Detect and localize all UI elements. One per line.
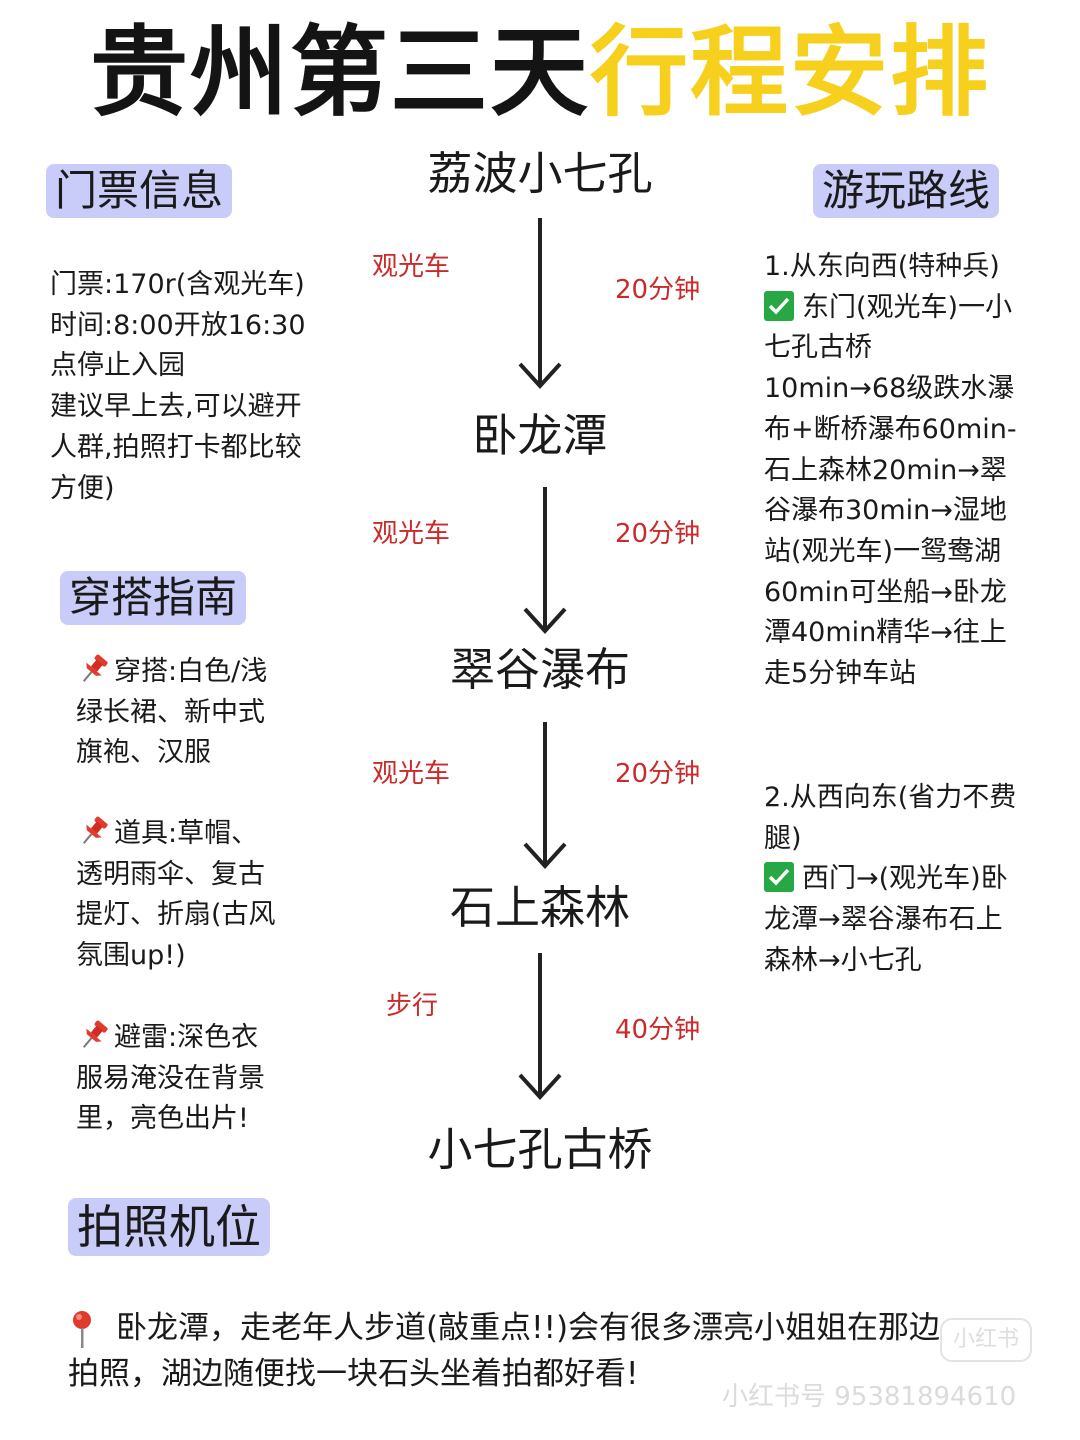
transport-mode: 观光车 xyxy=(372,252,451,282)
down-arrow-icon xyxy=(523,487,567,634)
pushpin-icon xyxy=(82,1020,108,1048)
watermark-id: 小红书号 95381894610 xyxy=(722,1382,1017,1412)
watermark-logo: 小红书 xyxy=(940,1318,1032,1362)
map-pin-icon xyxy=(73,1311,91,1348)
flow-node-shishang: 石上森林 xyxy=(449,881,630,934)
route-line: 西门→(观光车)卧 xyxy=(802,863,1008,895)
route-line: 七孔古桥 xyxy=(764,332,872,364)
flow-node-wolongtan: 卧龙潭 xyxy=(472,409,608,462)
route-line: 东门(观光车)一小 xyxy=(802,291,1013,323)
transport-mode: 观光车 xyxy=(372,519,451,549)
route-line: 1.从东向西(特种兵) xyxy=(764,251,1000,282)
tickets-line: 点停止入园 xyxy=(50,350,185,382)
down-arrow-icon xyxy=(518,953,562,1100)
outfit-group-2: 道具:草帽、 透明雨伞、复古 提灯、折扇(古风 氛围up!) xyxy=(76,814,276,977)
photo-line: 卧龙潭，走老年人步道(敲重点!!)会有很多漂亮小姐姐在那边 xyxy=(116,1310,941,1346)
photo-line: 拍照，湖边随便找一块石头坐着拍都好看! xyxy=(68,1356,639,1392)
pushpin-icon xyxy=(82,816,108,844)
tickets-line: 时间:8:00开放16:30 xyxy=(50,309,306,341)
outfit-line: 绿长裙、新中式 xyxy=(76,696,265,728)
outfit-line: 透明雨伞、复古 xyxy=(76,858,265,890)
page-title: 贵州第三天行程安排 xyxy=(0,18,1080,128)
title-part-1: 贵州第三天 xyxy=(89,16,590,130)
route-line: 石上森林20min→翠 xyxy=(764,454,1007,486)
travel-duration: 20分钟 xyxy=(615,275,701,305)
route-heading: 游玩路线 xyxy=(813,164,1000,218)
checkmark-icon xyxy=(764,862,794,893)
route-plan-2: 2.从西向东(省力不费 腿) 西门→(观光车)卧 龙潭→翠谷瀑布石上 森林→小七… xyxy=(764,778,1016,982)
transport-mode: 步行 xyxy=(386,991,439,1021)
outfit-line: 穿搭:白色/浅 xyxy=(114,656,268,687)
tickets-line: 人群,拍照打卡都比较 xyxy=(50,431,302,463)
pushpin-icon xyxy=(82,654,108,682)
outfit-line: 里，亮色出片! xyxy=(76,1103,249,1135)
route-line: 潭40min精华→往上 xyxy=(764,617,1007,649)
title-part-2: 行程安排 xyxy=(590,16,991,130)
route-line: 森林→小七孔 xyxy=(764,944,922,976)
checkmark-icon xyxy=(764,290,794,321)
down-arrow-icon xyxy=(523,722,567,869)
photo-heading: 拍照机位 xyxy=(68,1198,270,1256)
outfit-group-1: 穿搭:白色/浅 绿长裙、新中式 旗袍、汉服 xyxy=(76,652,267,774)
route-line: 站(观光车)一鸳鸯湖 xyxy=(764,535,1002,567)
transport-mode: 观光车 xyxy=(372,759,451,789)
tickets-line: 方便) xyxy=(50,472,115,504)
route-plan-1: 1.从东向西(特种兵) 东门(观光车)一小 七孔古桥 10min→68级跌水瀑 … xyxy=(764,247,1017,695)
outfit-heading: 穿搭指南 xyxy=(60,571,247,625)
tickets-text: 门票:170r(含观光车) 时间:8:00开放16:30 点停止入园 建议早上去… xyxy=(50,265,306,509)
flow-node-end: 小七孔古桥 xyxy=(427,1123,653,1176)
tickets-heading: 门票信息 xyxy=(46,164,233,218)
outfit-line: 道具:草帽、 xyxy=(114,818,259,849)
tickets-line: 建议早上去,可以避开 xyxy=(50,391,302,423)
outfit-line: 服易淹没在背景 xyxy=(76,1062,265,1094)
route-line: 走5分钟车站 xyxy=(764,658,917,690)
outfit-line: 旗袍、汉服 xyxy=(76,737,211,769)
flow-node-cuigu: 翠谷瀑布 xyxy=(449,643,630,696)
travel-duration: 20分钟 xyxy=(615,759,701,789)
down-arrow-icon xyxy=(518,218,562,389)
outfit-group-3: 避雷:深色衣 服易淹没在背景 里，亮色出片! xyxy=(76,1018,265,1140)
outfit-line: 氛围up!) xyxy=(76,940,186,972)
tickets-line: 门票:170r(含观光车) xyxy=(50,269,305,300)
flow-node-start: 荔波小七孔 xyxy=(427,147,653,200)
outfit-line: 避雷:深色衣 xyxy=(114,1022,259,1053)
route-line: 腿) xyxy=(764,822,802,854)
route-line: 布+断桥瀑布60min- xyxy=(764,413,1017,445)
route-line: 谷瀑布30min→湿地 xyxy=(764,495,1007,527)
travel-duration: 40分钟 xyxy=(615,1015,701,1045)
route-line: 60min可坐船→卧龙 xyxy=(764,576,1007,608)
route-line: 2.从西向东(省力不费 xyxy=(764,782,1017,813)
outfit-line: 提灯、折扇(古风 xyxy=(76,899,276,931)
travel-duration: 20分钟 xyxy=(615,519,701,549)
route-line: 10min→68级跌水瀑 xyxy=(764,373,1015,405)
photo-text: 卧龙潭，走老年人步道(敲重点!!)会有很多漂亮小姐姐在那边 拍照，湖边随便找一块… xyxy=(68,1305,940,1397)
route-line: 龙潭→翠谷瀑布石上 xyxy=(764,904,1003,936)
